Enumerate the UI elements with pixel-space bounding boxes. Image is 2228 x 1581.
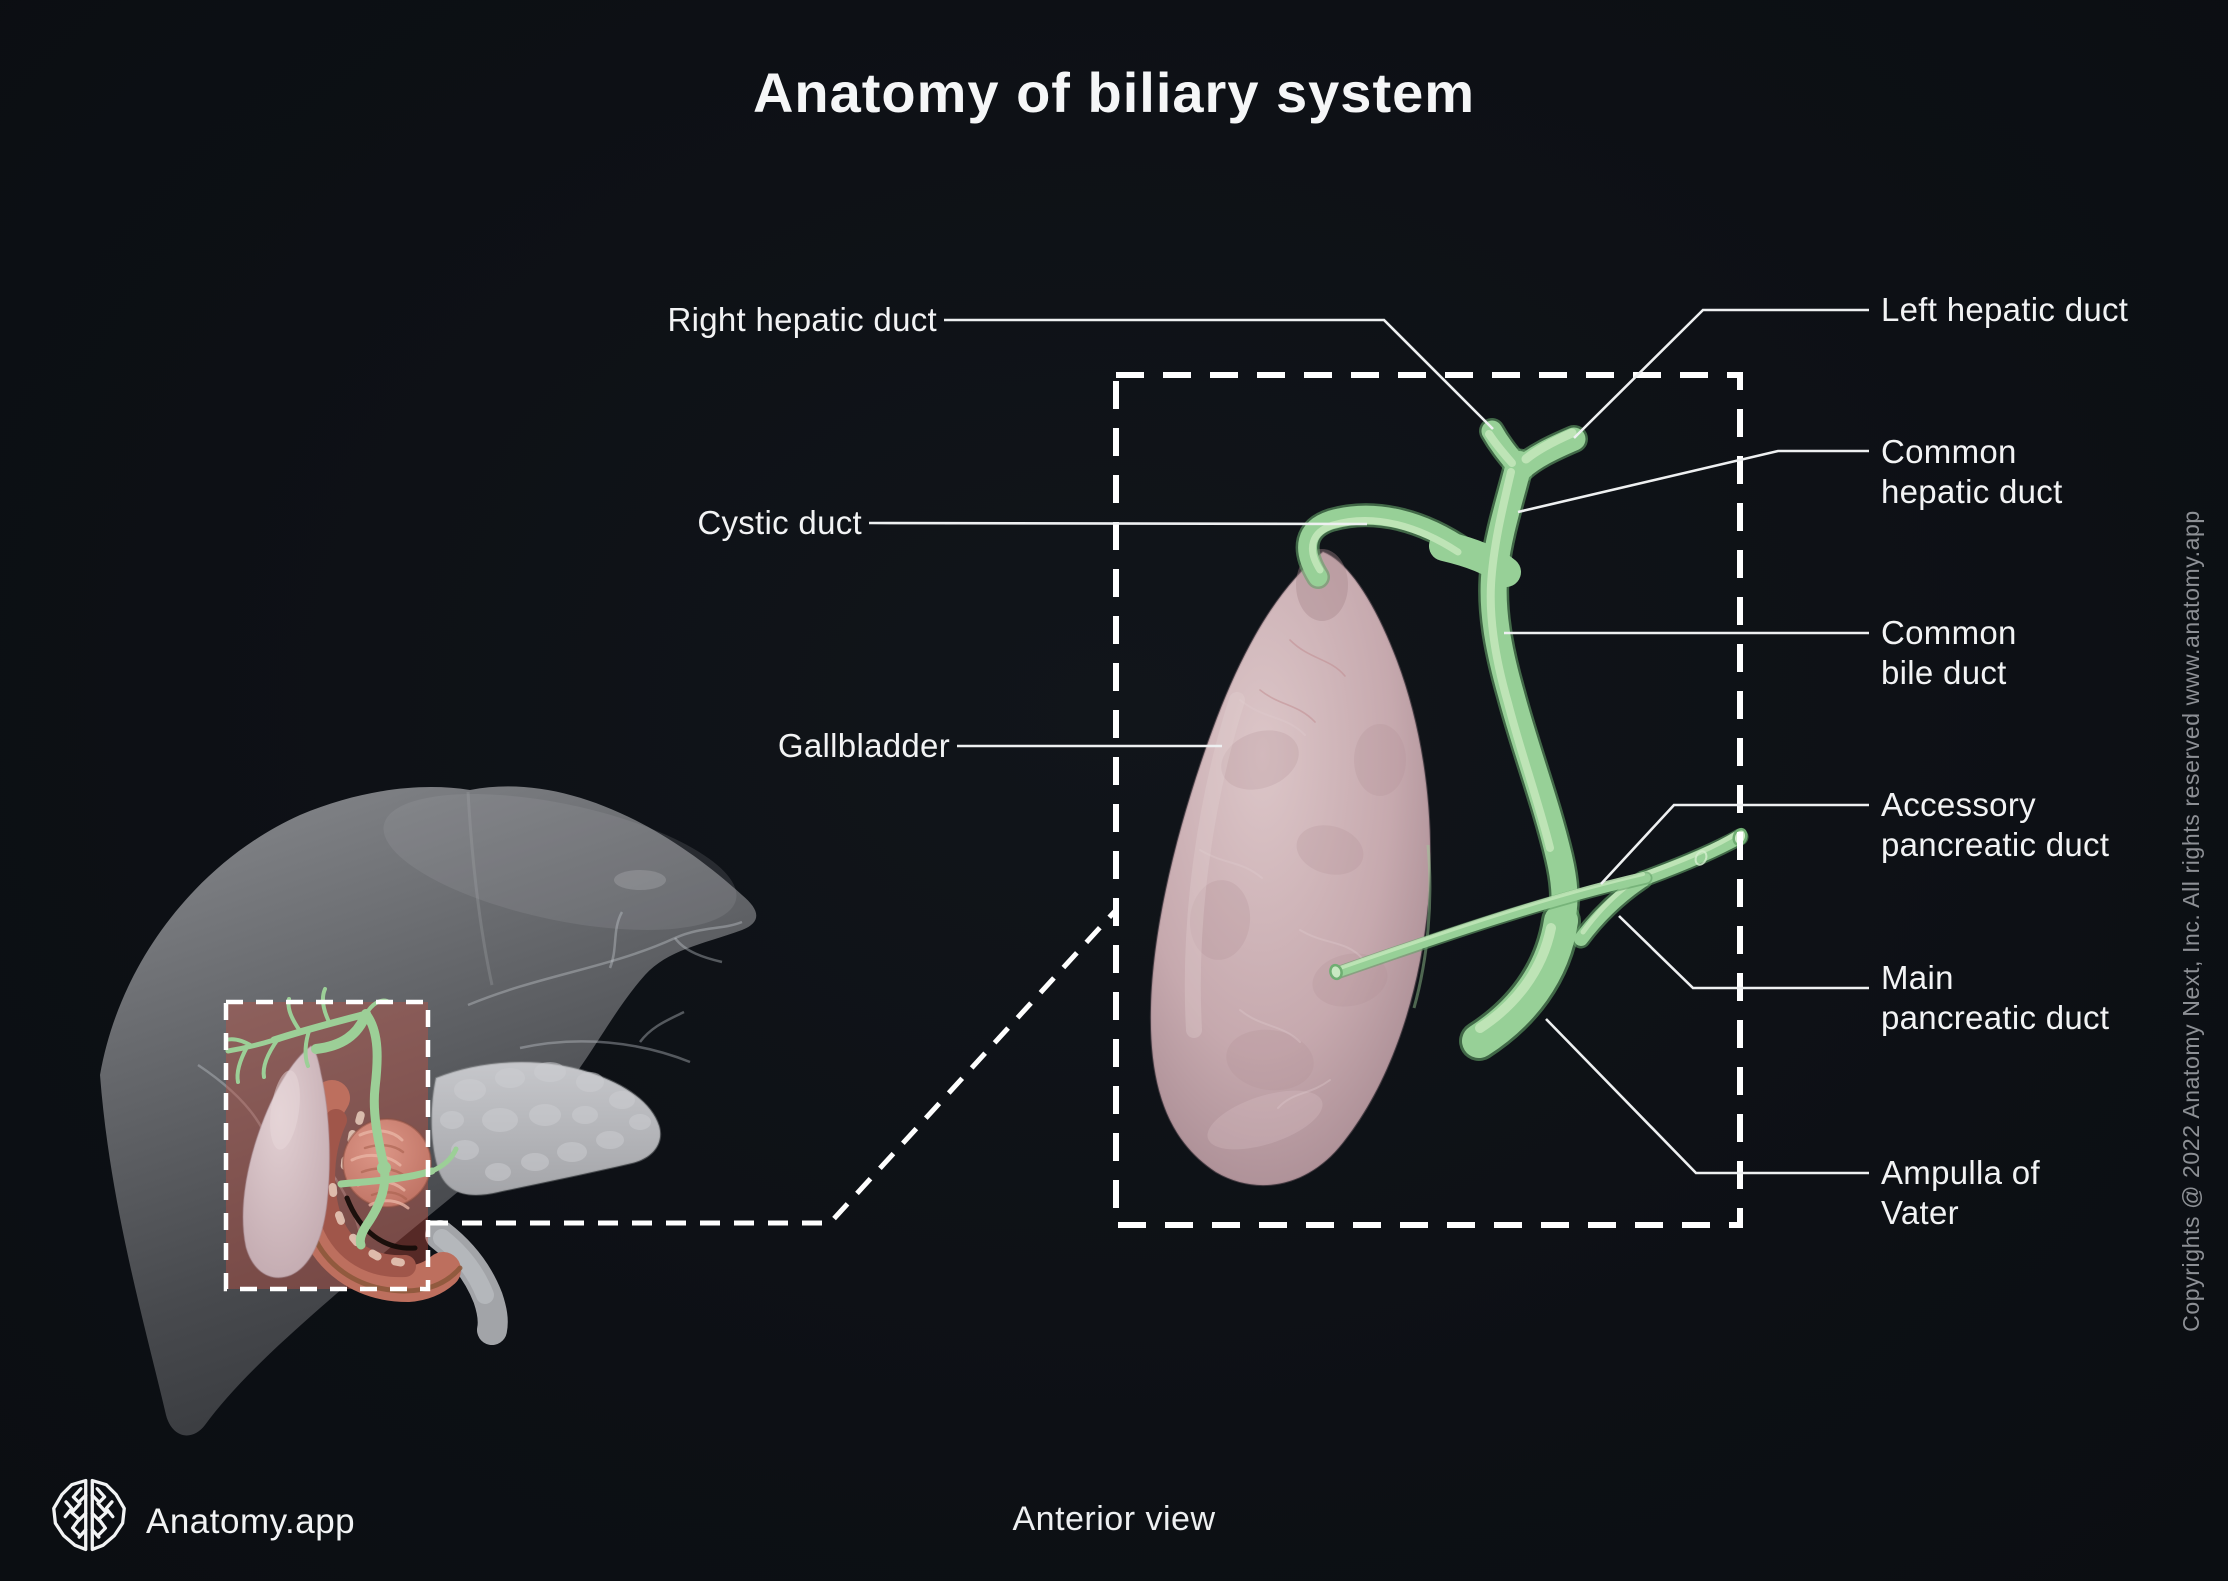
view-caption: Anterior view [1012, 1500, 1216, 1538]
brand-name: Anatomy.app [146, 1502, 356, 1541]
context-scene-liver [100, 786, 757, 1436]
label-right-hepatic-duct: Right hepatic duct [667, 301, 937, 338]
focus-box-large [1113, 372, 1743, 1228]
leader-ampulla-of-vater [1545, 1018, 1869, 1175]
brain-icon [52, 1478, 126, 1552]
focus-box-small [223, 999, 431, 1292]
bile-ducts-large [1295, 418, 1749, 1061]
label-accessory-pancreatic-duct: Accessory pancreatic duct [1881, 786, 2110, 863]
accessory-duct-open-end [1329, 963, 1343, 981]
magnified-scene [1113, 372, 1749, 1228]
duodenum-gray-continuation [425, 1220, 508, 1345]
zoom-connector-dashed-line [428, 908, 1118, 1226]
gallbladder-small [242, 1045, 331, 1279]
pancreas [430, 1061, 662, 1196]
leader-cystic-duct [868, 521, 1368, 526]
label-common-hepatic-duct: Common hepatic duct [1881, 433, 2063, 510]
page-title: Anatomy of biliary system [752, 61, 1476, 124]
leader-common-hepatic-duct [1517, 449, 1869, 514]
copyright-text: Copyrights @ 2022 Anatomy Next, Inc. All… [2178, 510, 2204, 1332]
label-ampulla-of-vater: Ampulla of Vater [1881, 1154, 2040, 1231]
leader-lines [868, 308, 1869, 1175]
cystic-duct-shape [1298, 505, 1476, 587]
leader-right-hepatic-duct [944, 318, 1494, 430]
label-gallbladder: Gallbladder [777, 727, 950, 764]
label-cystic-duct: Cystic duct [697, 504, 862, 541]
liver-falciform-line [466, 791, 494, 986]
liver-sheen [383, 794, 737, 930]
label-left-hepatic-duct: Left hepatic duct [1881, 291, 2129, 328]
ampulla-of-vater-shape [1462, 904, 1578, 1058]
gallbladder-large [1149, 549, 1432, 1186]
leader-main-pancreatic-duct [1618, 915, 1869, 990]
label-main-pancreatic-duct: Main pancreatic duct [1881, 959, 2110, 1036]
label-common-bile-duct: Common bile duct [1881, 614, 2017, 691]
liver-sheen-spot [614, 870, 666, 890]
leader-left-hepatic-duct [1573, 308, 1869, 439]
leader-accessory-pancreatic-duct [1600, 803, 1869, 885]
gallbladder-veins [1199, 699, 1363, 1109]
